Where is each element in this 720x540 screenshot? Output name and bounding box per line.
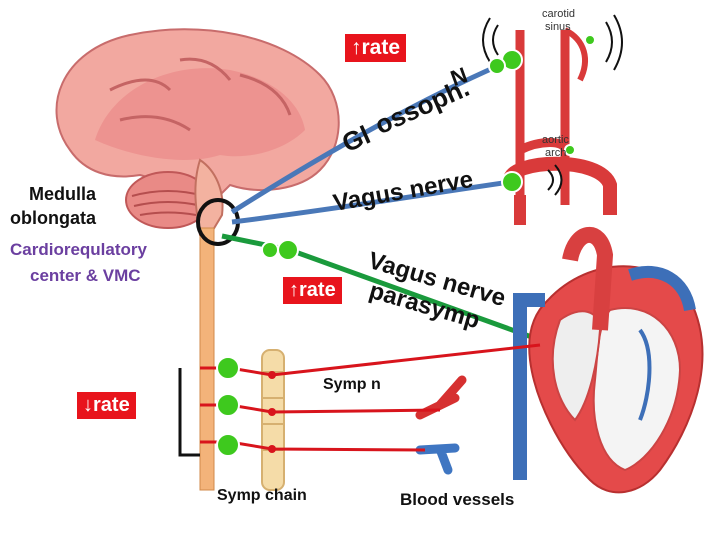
blood-vessels-label: Blood vessels xyxy=(400,490,515,509)
symp-chain-label: Symp chain xyxy=(217,487,307,504)
heart-illustration xyxy=(513,227,704,494)
symp-chain-column xyxy=(261,349,285,491)
brain-illustration xyxy=(55,28,340,236)
medulla-label-line2: oblongata xyxy=(10,208,96,228)
carotid-sinus-label-line2: sinus xyxy=(545,21,571,33)
carotid-sinus-label-line1: carotid xyxy=(542,8,576,20)
carotid-aorta-illustration xyxy=(482,14,623,225)
glossoph-nerve-line xyxy=(230,62,502,215)
rate-up-badge-mid: ↑rate xyxy=(283,277,342,304)
symp-fibers xyxy=(178,343,541,457)
spinal-cord xyxy=(199,227,215,491)
blood-vessels-illustration xyxy=(415,375,467,475)
medulla-label-line1: Medulla xyxy=(29,184,97,204)
cardio-center-label-line2: center & VMC xyxy=(30,266,141,285)
symp-n-label: Symp n xyxy=(323,376,381,393)
rate-down-badge: ↓rate xyxy=(77,392,136,419)
cardio-center-label-line1: Cardiorequlatory xyxy=(10,240,147,259)
vagus-afferent-line xyxy=(231,179,511,225)
aortic-arch-label-line1: aortic xyxy=(542,134,569,146)
aortic-arch-label-line2: arch xyxy=(545,147,567,159)
green-markers xyxy=(216,34,596,457)
rate-up-badge-top: ↑rate xyxy=(345,34,407,62)
